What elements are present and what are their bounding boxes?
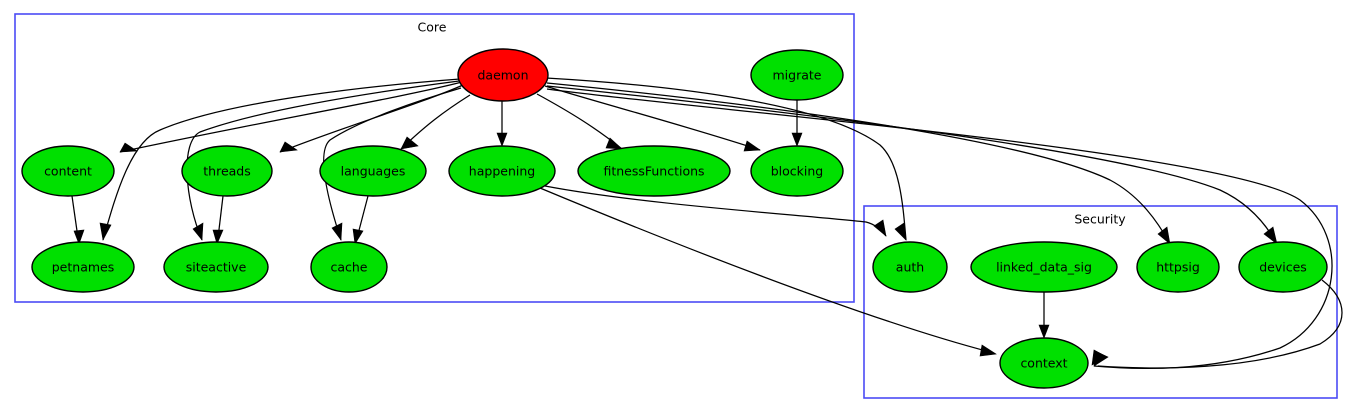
node-cache[interactable]: cache	[310, 241, 388, 293]
arrowhead-icon	[331, 222, 343, 241]
arrowhead-icon	[496, 132, 508, 147]
node-httpsig[interactable]: httpsig	[1136, 241, 1220, 293]
edge-line	[119, 81, 463, 153]
edge-daemon-to-happening	[496, 101, 508, 147]
node-shape[interactable]	[970, 241, 1118, 293]
node-shape[interactable]	[872, 241, 948, 293]
node-shape[interactable]	[1136, 241, 1220, 293]
edge-line	[1097, 279, 1343, 369]
cluster-boundary	[863, 205, 1338, 399]
edge-line	[545, 77, 907, 241]
edge-daemon-to-petnames	[99, 78, 461, 241]
node-happening[interactable]: happening	[448, 145, 556, 197]
arrowhead-icon	[1091, 349, 1108, 366]
arrowhead-icon	[791, 132, 803, 147]
node-shape[interactable]	[31, 241, 135, 293]
node-context[interactable]: context	[999, 337, 1089, 389]
node-shape[interactable]	[181, 145, 273, 197]
node-shape[interactable]	[21, 145, 115, 197]
arrowhead-icon	[605, 137, 623, 150]
arrowhead-icon	[73, 229, 85, 245]
node-threads[interactable]: threads	[181, 145, 273, 197]
edge-line	[546, 82, 1171, 245]
edge-line	[323, 87, 462, 241]
node-shape[interactable]	[310, 241, 388, 293]
node-languages[interactable]: languages	[319, 145, 427, 197]
arrowhead-icon	[979, 344, 997, 357]
edge-threads-to-siteactive	[212, 195, 224, 245]
edge-daemon-to-devices	[546, 85, 1278, 245]
node-shape[interactable]	[457, 48, 549, 102]
edge-daemon-to-auth	[545, 77, 907, 241]
cluster-label: Security	[1074, 212, 1126, 227]
edge-daemon-to-fitnessFunctions	[536, 93, 623, 150]
edge-line	[186, 80, 460, 241]
edge-linked_data_sig-to-context	[1038, 292, 1050, 339]
node-blocking[interactable]: blocking	[750, 145, 844, 197]
edge-line	[539, 187, 991, 353]
edge-daemon-to-content	[119, 81, 463, 153]
arrowhead-icon	[352, 228, 364, 245]
node-devices[interactable]: devices	[1238, 241, 1328, 293]
edge-migrate-to-blocking	[791, 100, 803, 147]
cluster-label: Core	[418, 20, 447, 35]
arrowhead-icon	[894, 222, 907, 241]
node-linked_data_sig[interactable]: linked_data_sig	[970, 241, 1118, 293]
arrowhead-icon	[1038, 324, 1050, 339]
edge-languages-to-cache	[352, 195, 369, 245]
node-shape[interactable]	[999, 337, 1089, 389]
node-daemon[interactable]: daemon	[457, 48, 549, 102]
arrowhead-icon	[279, 141, 298, 153]
arrowhead-icon	[192, 222, 204, 241]
cluster-security: Security	[863, 205, 1338, 399]
arrowhead-icon	[1263, 226, 1278, 245]
edge-content-to-petnames	[71, 195, 85, 245]
edge-happening-to-context	[539, 187, 997, 357]
edge-daemon-to-httpsig	[546, 82, 1171, 245]
node-shape[interactable]	[577, 145, 731, 197]
arrowhead-icon	[1157, 226, 1171, 245]
cluster-core: Core	[14, 13, 855, 303]
edge-daemon-to-context	[546, 88, 1333, 370]
cluster-boundary	[14, 13, 855, 303]
edge-line	[544, 85, 761, 151]
node-shape[interactable]	[1238, 241, 1328, 293]
edge-happening-to-auth	[544, 185, 887, 237]
arrowhead-icon	[873, 219, 887, 237]
node-content[interactable]: content	[21, 145, 115, 197]
arrowhead-icon	[743, 140, 761, 152]
arrowhead-icon	[400, 136, 419, 150]
edge-devices-to-context	[1091, 279, 1343, 369]
arrowhead-icon	[119, 142, 138, 153]
node-shape[interactable]	[319, 145, 427, 197]
node-auth[interactable]: auth	[872, 241, 948, 293]
arrowhead-icon	[99, 222, 112, 241]
node-migrate[interactable]: migrate	[750, 49, 844, 101]
node-shape[interactable]	[448, 145, 556, 197]
node-shape[interactable]	[750, 49, 844, 101]
edge-daemon-to-cache	[323, 87, 462, 241]
node-fitnessFunctions[interactable]: fitnessFunctions	[577, 145, 731, 197]
node-siteactive[interactable]: siteactive	[163, 241, 269, 293]
edge-daemon-to-languages	[400, 94, 471, 150]
node-petnames[interactable]: petnames	[31, 241, 135, 293]
edges-layer	[71, 77, 1343, 370]
arrowhead-icon	[212, 229, 224, 245]
edge-daemon-to-siteactive	[186, 80, 460, 241]
edge-line	[546, 88, 1333, 370]
node-shape[interactable]	[750, 145, 844, 197]
edge-daemon-to-blocking	[544, 85, 761, 152]
edge-line	[546, 85, 1278, 245]
node-shape[interactable]	[163, 241, 269, 293]
edge-line	[102, 78, 461, 241]
